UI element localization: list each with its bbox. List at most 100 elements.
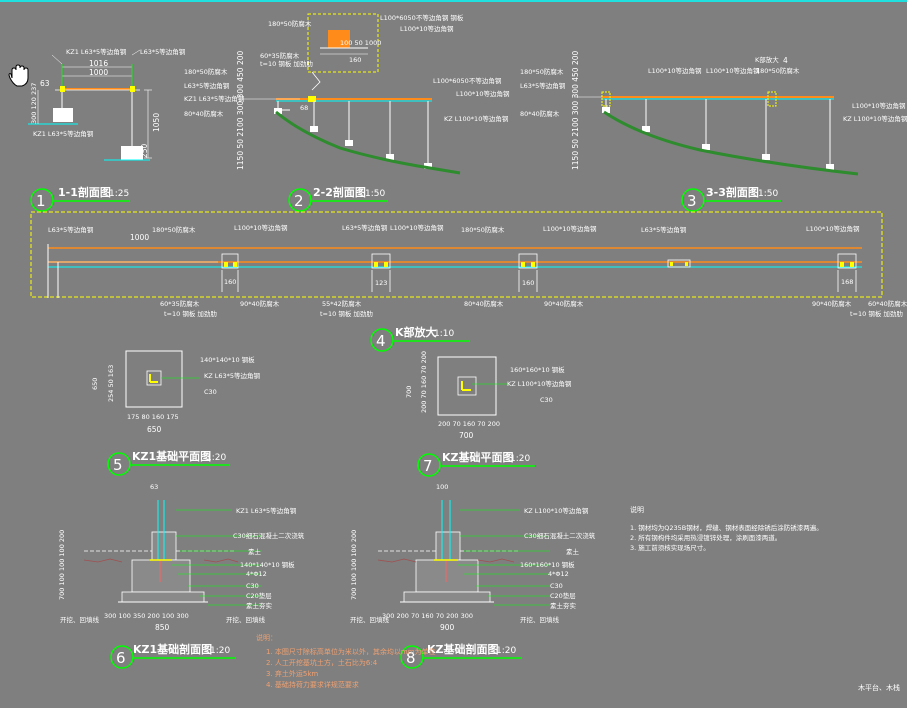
- k-node-3: [518, 253, 538, 292]
- kz1-foundation-section: 63 KZ1 L63*5等边角钢 C30细石混凝土二次浇筑 素土 140*140…: [58, 483, 305, 632]
- svg-text:254 50 163: 254 50 163: [107, 365, 115, 402]
- svg-text:1:50: 1:50: [758, 189, 778, 199]
- svg-text:1:10: 1:10: [434, 329, 454, 339]
- dim-1000: 1000: [89, 68, 108, 77]
- svg-text:1:25: 1:25: [109, 189, 129, 199]
- s2-vert-dims: 1150 50 2100 300 300 450 200: [236, 50, 245, 170]
- s2-label-180x50: 180*50防腐木: [184, 67, 228, 76]
- svg-text:2. 所有钢构件均采用热浸镀锌处理，涂刷面漆两道。: 2. 所有钢构件均采用热浸镀锌处理，涂刷面漆两道。: [630, 533, 781, 542]
- svg-text:8: 8: [406, 649, 416, 667]
- svg-text:t=10 钢板 加劲肋: t=10 钢板 加劲肋: [164, 309, 217, 318]
- kz1-lower-label: KZ1 L63*5等边角钢: [33, 129, 94, 138]
- svg-text:100: 100: [436, 483, 448, 491]
- s3-label-kz: KZ L100*10等边角钢: [843, 114, 907, 123]
- s2-label-80x40: 80*40防腐木: [184, 109, 224, 118]
- svg-text:开挖、回填线: 开挖、回填线: [520, 615, 560, 624]
- view-title-8: 8 KZ基础剖面图 1:20: [400, 642, 522, 669]
- svg-text:160*160*10 钢板: 160*160*10 钢板: [520, 560, 575, 569]
- svg-text:4*Φ12: 4*Φ12: [246, 570, 267, 578]
- svg-text:3-3剖面图: 3-3剖面图: [706, 185, 759, 199]
- svg-text:C30细石混凝土二次浇筑: C30细石混凝土二次浇筑: [524, 531, 596, 540]
- section-2-2: 180*50防腐木 L100*6050不等边角钢 钢板 L100*10等边角钢 …: [184, 13, 510, 175]
- view-title-1: 1 1-1剖面图 1:25: [30, 185, 130, 212]
- svg-text:素土夯实: 素土夯实: [550, 601, 577, 610]
- svg-text:160: 160: [522, 279, 534, 287]
- svg-text:1:20: 1:20: [210, 646, 230, 656]
- svg-text:开挖、回填线: 开挖、回填线: [60, 615, 100, 624]
- svg-text:L63*5等边角钢: L63*5等边角钢: [641, 225, 687, 234]
- s3-label-r1: L100*10等边角钢: [852, 101, 906, 110]
- svg-text:KZ基础平面图: KZ基础平面图: [442, 450, 514, 464]
- s2-inset-dims: 100 50 1000: [340, 39, 381, 47]
- svg-text:素土: 素土: [566, 547, 580, 556]
- svg-text:90*40防腐木: 90*40防腐木: [812, 299, 852, 308]
- svg-text:4: 4: [376, 332, 386, 350]
- svg-text:KZ L100*10等边角钢: KZ L100*10等边角钢: [524, 506, 589, 515]
- s3-label-top1: L100*10等边角钢: [648, 66, 702, 75]
- svg-text:1:20: 1:20: [206, 453, 226, 463]
- svg-text:2. 人工开挖基坑土方，土石比为6:4: 2. 人工开挖基坑土方，土石比为6:4: [266, 658, 378, 667]
- svg-text:55*42防腐木: 55*42防腐木: [322, 299, 362, 308]
- s3-k-num: 4: [783, 56, 788, 65]
- svg-text:650: 650: [147, 425, 162, 434]
- svg-text:700 100 100 100 200: 700 100 100 100 200: [58, 530, 66, 600]
- svg-text:300 100 350 200 100 300: 300 100 350 200 100 300: [104, 612, 189, 620]
- k-node-2: [371, 253, 391, 292]
- view-title-4: 4 K部放大 1:10: [370, 325, 470, 352]
- svg-text:C30: C30: [246, 582, 259, 590]
- s3-label-top2: L100*10等边角钢: [706, 66, 760, 75]
- kz-foundation-section: 100 KZ L100*10等边角钢 C30细石混凝土二次浇筑 素土 160*1…: [350, 483, 596, 632]
- svg-text:4. 基础持荷力要求详规范要求: 4. 基础持荷力要求详规范要求: [266, 680, 359, 689]
- k-node-mid: [667, 259, 691, 268]
- view-title-3: 3 3-3剖面图 1:50: [681, 185, 781, 212]
- svg-text:700: 700: [405, 386, 413, 398]
- s2-label-kz: KZ L100*10等边角钢: [444, 114, 509, 123]
- svg-text:850: 850: [155, 623, 170, 632]
- l63-label: L63*5等边角钢: [140, 47, 186, 56]
- s3-label-180x50: 180*50防腐木: [520, 67, 564, 76]
- svg-text:1. 本图尺寸除标高单位为米以外，其余均以mm为单位: 1. 本图尺寸除标高单位为米以外，其余均以mm为单位: [266, 647, 436, 656]
- svg-text:1:20: 1:20: [496, 646, 516, 656]
- svg-text:说明：: 说明：: [256, 633, 277, 642]
- s3-k-label: K部放大: [755, 55, 779, 64]
- notes-bottom: 说明： 1. 本图尺寸除标高单位为米以外，其余均以mm为单位 2. 人工开挖基坑…: [256, 633, 436, 689]
- k-node-4: [837, 253, 857, 292]
- svg-text:180*50防腐木: 180*50防腐木: [152, 225, 196, 234]
- svg-text:L100*10等边角钢: L100*10等边角钢: [806, 224, 860, 233]
- svg-text:1: 1: [36, 192, 46, 210]
- k-node-1: [221, 253, 239, 292]
- s3-label-80x40: 80*40防腐木: [520, 109, 560, 118]
- svg-text:200 70 160 70 200: 200 70 160 70 200: [420, 351, 428, 413]
- svg-text:650: 650: [91, 378, 99, 390]
- svg-text:1. 钢材均为Q235B钢材，焊缝、钢材表面经除锈后涂防锈漆: 1. 钢材均为Q235B钢材，焊缝、钢材表面经除锈后涂防锈漆两遍。: [630, 523, 823, 532]
- svg-text:90*40防腐木: 90*40防腐木: [544, 299, 584, 308]
- view-title-7: 7 KZ基础平面图 1:20: [417, 450, 535, 477]
- svg-text:63: 63: [150, 483, 158, 491]
- svg-text:160*160*10 钢板: 160*160*10 钢板: [510, 365, 565, 374]
- svg-text:L100*10等边角钢: L100*10等边角钢: [234, 223, 288, 232]
- svg-text:300 200 70 160 70 200 300: 300 200 70 160 70 200 300: [382, 612, 473, 620]
- svg-text:t=10 钢板 加劲肋: t=10 钢板 加劲肋: [850, 309, 903, 318]
- svg-text:80*40防腐木: 80*40防腐木: [464, 299, 504, 308]
- s3-label-l63: L63*5等边角钢: [520, 81, 566, 90]
- svg-text:L100*10等边角钢: L100*10等边角钢: [390, 223, 444, 232]
- svg-text:说明: 说明: [630, 505, 644, 514]
- dim-63: 63: [40, 79, 50, 88]
- svg-text:123: 123: [375, 279, 387, 287]
- svg-text:KZ1 L63*5等边角钢: KZ1 L63*5等边角钢: [236, 506, 297, 515]
- hand-icon[interactable]: [8, 64, 29, 87]
- svg-text:3. 弃土外运5km: 3. 弃土外运5km: [266, 669, 318, 678]
- svg-text:1:20: 1:20: [510, 454, 530, 464]
- s2-top-label1: 180*50防腐木: [268, 19, 312, 28]
- s2-label-kz1: KZ1 L63*5等边角钢: [184, 94, 245, 103]
- svg-text:1000: 1000: [130, 233, 149, 242]
- svg-text:C30: C30: [540, 396, 553, 404]
- svg-text:L63*5等边角钢: L63*5等边角钢: [342, 223, 388, 232]
- svg-text:开挖、回填线: 开挖、回填线: [226, 615, 266, 624]
- svg-text:140*140*10 钢板: 140*140*10 钢板: [200, 355, 255, 364]
- svg-text:KZ1基础剖面图: KZ1基础剖面图: [133, 642, 212, 656]
- svg-text:168: 168: [841, 278, 853, 286]
- svg-text:C20垫层: C20垫层: [550, 591, 576, 600]
- s2-label-r1: L100*6050不等边角钢: [433, 76, 502, 85]
